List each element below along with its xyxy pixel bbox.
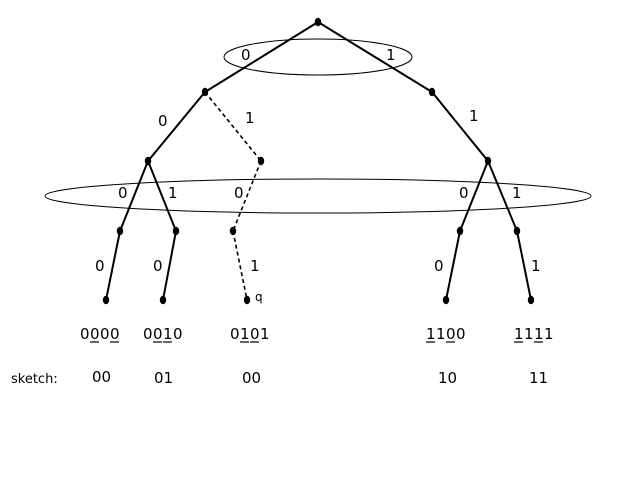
- leaf-node-1100: [442, 295, 450, 305]
- leaf-bit: 1: [240, 325, 250, 343]
- edge-label-n110-child: 0: [434, 257, 444, 275]
- edge-n0-right-dashed: [204, 91, 262, 162]
- edge-label-root-right: 1: [386, 46, 396, 64]
- sketch-value: 10: [438, 369, 457, 387]
- leaf-bit: 0: [446, 325, 456, 343]
- leaf-bit: 0: [100, 325, 110, 343]
- leaf-bit: 0: [110, 325, 120, 343]
- sketch-value: 01: [154, 369, 173, 387]
- edge-n111-child: [516, 230, 532, 301]
- query-label: q: [255, 290, 263, 304]
- leaf-node-0010: [159, 295, 167, 305]
- edge-label-n001-child: 0: [153, 257, 163, 275]
- leaf-label-0101: 0 1 0 1: [230, 325, 270, 343]
- leaf-bit: 0: [153, 325, 163, 343]
- level3-ellipse: [44, 178, 592, 214]
- edge-n000-child: [105, 230, 121, 301]
- leaf-bit: 1: [163, 325, 173, 343]
- leaf-label-1111: 1 1 1 1: [514, 325, 554, 343]
- leaf-node-0000: [102, 295, 110, 305]
- node-001: [172, 226, 180, 236]
- sketch-title: sketch:: [11, 372, 58, 387]
- edge-label-n00-right: 1: [168, 184, 178, 202]
- leaf-label-0000: 0 0 0 0: [80, 325, 120, 343]
- edge-root-right: [317, 21, 433, 93]
- leaf-bit: 0: [250, 325, 260, 343]
- leaf-bit: 1: [544, 325, 554, 343]
- edge-label-n11-left: 0: [459, 184, 469, 202]
- edge-n110-child: [445, 230, 461, 301]
- sketch-value: 00: [92, 368, 111, 386]
- leaf-bit: 1: [514, 325, 524, 343]
- edge-n0-left: [147, 91, 206, 162]
- node-01: [257, 156, 265, 166]
- edge-label-n010-child: 1: [250, 257, 260, 275]
- edge-n00-right: [147, 160, 177, 232]
- node-root: [314, 17, 322, 27]
- leaf-bit: 0: [143, 325, 153, 343]
- leaf-bit: 1: [534, 325, 544, 343]
- edge-n1-right: [431, 91, 489, 162]
- edge-label-n00-left: 0: [118, 184, 128, 202]
- leaf-bit: 0: [230, 325, 240, 343]
- level1-ellipse: [223, 38, 413, 76]
- leaf-bit: 0: [90, 325, 100, 343]
- leaf-bit: 1: [260, 325, 270, 343]
- edge-label-root-left: 0: [241, 46, 251, 64]
- sketch-value: 00: [242, 369, 261, 387]
- node-010: [229, 226, 237, 236]
- edge-label-n01-left: 0: [234, 184, 244, 202]
- leaf-bit: 1: [426, 325, 436, 343]
- leaf-bit: 0: [173, 325, 183, 343]
- leaf-bit: 1: [524, 325, 534, 343]
- edge-label-n000-child: 0: [95, 257, 105, 275]
- edge-n010-child-dashed: [232, 230, 248, 301]
- edge-n11-left: [459, 160, 489, 232]
- node-0: [201, 87, 209, 97]
- edge-label-n0-right: 1: [245, 109, 255, 127]
- node-00: [144, 156, 152, 166]
- leaf-bit: 0: [80, 325, 90, 343]
- leaf-label-1100: 1 1 0 0: [426, 325, 466, 343]
- edge-n01-left-dashed: [232, 160, 262, 232]
- leaf-node-1111: [527, 295, 535, 305]
- edge-label-n11-right: 1: [512, 184, 522, 202]
- edge-n00-left: [119, 160, 149, 232]
- node-1: [428, 87, 436, 97]
- leaf-node-0101: [243, 295, 251, 305]
- edge-label-n111-child: 1: [531, 257, 541, 275]
- edge-label-n0-left: 0: [158, 112, 168, 130]
- edge-root-left: [204, 21, 319, 93]
- leaf-label-0010: 0 0 1 0: [143, 325, 183, 343]
- edge-n001-child: [162, 230, 177, 301]
- node-110: [456, 226, 464, 236]
- node-11: [484, 156, 492, 166]
- sketch-value: 11: [529, 369, 548, 387]
- edge-n11-right: [487, 160, 518, 232]
- leaf-bit: 0: [456, 325, 466, 343]
- leaf-bit: 1: [436, 325, 446, 343]
- node-000: [116, 226, 124, 236]
- edge-label-n1-right: 1: [469, 107, 479, 125]
- node-111: [513, 226, 521, 236]
